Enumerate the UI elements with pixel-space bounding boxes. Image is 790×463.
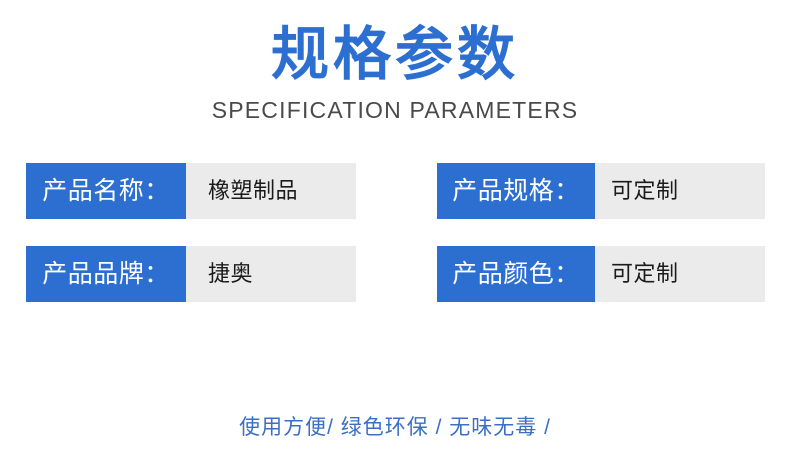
- page-title: 规格参数: [270, 22, 519, 87]
- spec-value: 可定制: [595, 246, 765, 302]
- spec-value: 捷奥: [186, 246, 356, 302]
- spec-value: 可定制: [595, 163, 765, 219]
- spec-row-product-color: 产品颜色： 可定制: [437, 246, 765, 302]
- spec-value: 橡塑制品: [186, 163, 356, 219]
- spec-label: 产品品牌：: [26, 246, 186, 302]
- reasons-subtitle: 使用方便/ 绿色环保 / 无味无毒 /: [239, 416, 551, 439]
- reasons-banner: 选择我们的理由: [0, 352, 790, 402]
- spec-row-product-brand: 产品品牌： 捷奥: [26, 246, 356, 302]
- spec-row-product-name: 产品名称： 橡塑制品: [26, 163, 356, 219]
- spec-label: 产品颜色：: [437, 246, 595, 302]
- page-header: 规格参数 SPECIFICATION PARAMETERS: [0, 0, 790, 140]
- spec-label: 产品规格：: [437, 163, 595, 219]
- spec-row-product-specification: 产品规格： 可定制: [437, 163, 765, 219]
- spec-label: 产品名称：: [26, 163, 186, 219]
- page-subtitle: SPECIFICATION PARAMETERS: [211, 97, 579, 123]
